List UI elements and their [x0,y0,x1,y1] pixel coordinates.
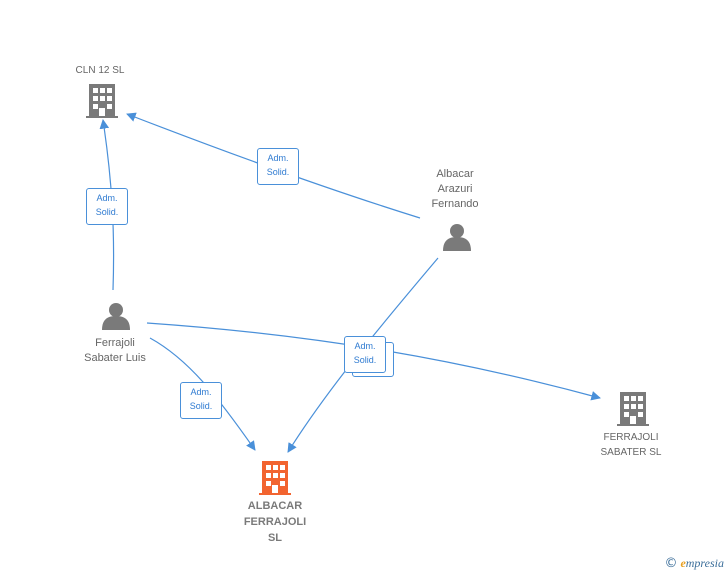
node-label-ferrajoli-sabater-sl[interactable]: FERRAJOLI SABATER SL [581,430,681,460]
building-icon[interactable] [86,84,118,118]
edge-label[interactable]: Adm. Solid. [344,336,386,373]
person-icon[interactable] [443,224,471,251]
node-label-albacar-fernando[interactable]: Albacar Arazuri Fernando [405,167,505,212]
edge-label[interactable]: Adm. Solid. [257,148,299,185]
node-name: CLN 12 SL [75,65,125,76]
node-name-line: Fernando [431,198,479,210]
node-name-line: Ferrajoli [95,337,135,349]
node-name-line: SABATER SL [600,447,662,458]
node-name-line: Arazuri [437,183,473,195]
node-label-cln12[interactable]: CLN 12 SL [50,63,150,78]
edge-label-line: Solid. [95,207,119,217]
node-label-ferrajoli-luis[interactable]: Ferrajoli Sabater Luis [63,336,167,366]
edge-label-line: Solid. [189,401,213,411]
edge-label-line: Adm. [354,341,376,351]
node-name-line: ALBACAR [247,500,303,512]
node-name-line: SL [267,532,283,544]
node-name-line: FERRAJOLI [603,432,659,443]
node-name-line: Albacar [436,168,474,180]
brand-logo: ©empresia [664,556,724,571]
node-label-albacar-ferrajoli-sl[interactable]: ALBACAR FERRAJOLI SL [225,498,325,546]
brand-logo-e: e [680,556,686,570]
node-name-line: FERRAJOLI [243,516,307,528]
edge-label-line: Adm. [190,387,212,397]
building-icon[interactable] [617,392,649,426]
edge-label[interactable]: Adm. Solid. [180,382,222,419]
edge-label[interactable]: Adm. Solid. [86,188,128,225]
edge-label-line: Solid. [353,355,377,365]
building-icon[interactable] [259,461,291,495]
edge-label-line: Adm. [267,153,289,163]
brand-logo-text: mpresia [685,556,724,570]
copyright-icon: © [664,556,678,571]
person-icon[interactable] [102,303,130,330]
node-name-line: Sabater Luis [84,352,146,364]
edge-label-line: Adm. [96,193,118,203]
edge-label-line: Solid. [266,167,290,177]
